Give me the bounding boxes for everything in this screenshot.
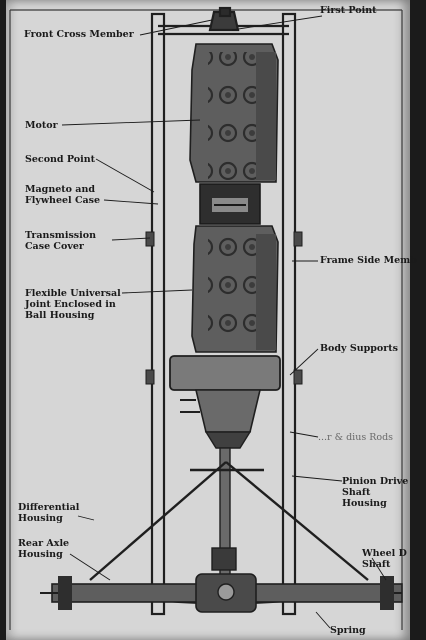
label-second-point: Second Point [25, 154, 96, 165]
transmission-case [169, 355, 281, 449]
magneto-flywheel-case [199, 183, 261, 225]
label-differential-housing: Differential Housing [18, 502, 80, 524]
motor-block [189, 43, 279, 183]
label-faded-rods: ...r & dius Rods [318, 432, 394, 443]
label-transmission-case-cover: Transmission Case Cover [25, 230, 97, 252]
label-wheel-drive-shaft: Wheel D Shaft [362, 548, 407, 570]
label-frame-side-member: Frame Side Memb [320, 255, 417, 266]
label-first-point: First Point [320, 5, 377, 16]
body-support-brackets [145, 231, 303, 385]
frame-side-members [150, 12, 297, 616]
label-flexible-universal-joint: Flexible Universal Joint Enclosed in Bal… [25, 288, 121, 321]
label-spring: Spring [330, 625, 366, 636]
drive-shaft [211, 447, 237, 579]
label-pinion-drive-shaft-housing: Pinion Drive Shaft Housing [342, 476, 409, 509]
leader-lines [61, 15, 387, 629]
label-motor: Motor [25, 120, 58, 131]
rear-block [191, 225, 279, 353]
label-rear-axle-housing: Rear Axle Housing [18, 538, 70, 560]
radius-rods [89, 461, 369, 581]
label-magneto-flywheel-case: Magneto and Flywheel Case [25, 184, 101, 206]
page-border [9, 9, 403, 630]
rear-axle [40, 573, 403, 613]
label-body-supports: Body Supports [320, 343, 398, 354]
front-cross-member [158, 6, 289, 36]
label-front-cross-member: Front Cross Member [24, 29, 134, 40]
